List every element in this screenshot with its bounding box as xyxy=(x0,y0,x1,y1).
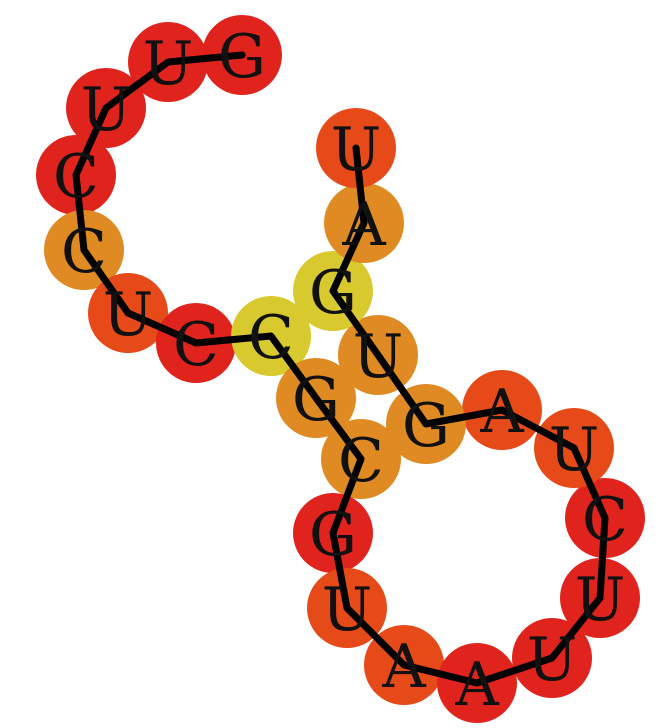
nucleotide-letter: U xyxy=(81,75,132,145)
nucleotide-letter: G xyxy=(309,500,357,570)
nucleotide-letter: G xyxy=(292,365,340,435)
nucleotide-letter: U xyxy=(143,29,194,99)
nucleotide-letter: C xyxy=(582,485,628,555)
nucleotide-letter: U xyxy=(331,115,382,185)
nucleotide-letter: A xyxy=(381,632,426,702)
nucleotide-letter: G xyxy=(402,391,450,461)
nucleotide-letter: U xyxy=(103,280,154,350)
nucleotide-letter: C xyxy=(248,303,294,373)
nucleotide-letter: C xyxy=(61,217,107,287)
nucleotide-letter: C xyxy=(173,310,219,380)
nucleotide-letter: U xyxy=(353,322,404,392)
nucleotide-letter: U xyxy=(575,565,626,635)
nucleotide-letter: U xyxy=(527,625,578,695)
nucleotide-letter: G xyxy=(309,258,357,328)
nucleotide-letter: A xyxy=(479,377,524,447)
nucleotide-letter: U xyxy=(549,415,600,485)
nucleotide-letter: A xyxy=(341,190,386,260)
nucleotide-letter: G xyxy=(218,22,266,92)
nucleotide-letter: U xyxy=(322,575,373,645)
nucleotide-letter: C xyxy=(338,426,384,496)
nucleotide-letter: C xyxy=(53,142,99,212)
backbone-line xyxy=(72,51,609,687)
nucleotide-letter: A xyxy=(454,650,499,720)
